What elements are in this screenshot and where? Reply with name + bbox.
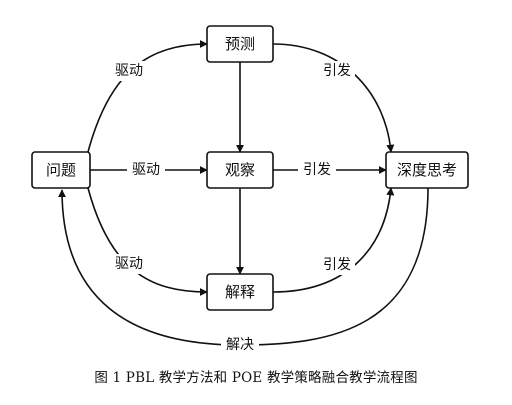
flowchart: 驱动 驱动 驱动 引发 引发 引发 解决 预测 观察 解释 问题 (31, 25, 469, 355)
svg-text:驱动: 驱动 (115, 63, 143, 79)
node-guancha: 观察 (206, 151, 274, 189)
svg-text:预测: 预测 (225, 35, 255, 53)
node-jieshi: 解释 (206, 273, 274, 311)
svg-text:深度思考: 深度思考 (397, 161, 457, 179)
edge-label-qudong-mid: 驱动 (127, 160, 165, 180)
edge-label-jiejue: 解决 (221, 335, 259, 355)
svg-text:驱动: 驱动 (132, 162, 160, 178)
node-yuce: 预测 (206, 25, 274, 63)
edge-yuce-to-shendu (272, 43, 395, 153)
edge-label-qudong-bottom: 驱动 (111, 254, 147, 274)
svg-text:引发: 引发 (323, 63, 351, 79)
edge-label-yinfa-bottom: 引发 (319, 255, 355, 275)
node-shendu: 深度思考 (385, 151, 469, 189)
svg-text:观察: 观察 (225, 161, 255, 179)
edge-label-qudong-top: 驱动 (111, 61, 147, 81)
figure-caption: 图 1 PBL 教学方法和 POE 教学策略融合教学流程图 (94, 370, 418, 386)
edge-label-yinfa-top: 引发 (319, 61, 355, 81)
svg-text:驱动: 驱动 (115, 256, 143, 272)
edge-wenti-to-yuce (87, 40, 208, 153)
node-wenti: 问题 (31, 151, 91, 189)
svg-text:引发: 引发 (303, 162, 331, 178)
svg-text:解决: 解决 (226, 337, 254, 353)
svg-text:问题: 问题 (46, 161, 76, 179)
edge-label-yinfa-mid: 引发 (298, 160, 336, 180)
svg-text:引发: 引发 (323, 257, 351, 273)
svg-text:解释: 解释 (225, 283, 255, 301)
edge-jieshi-to-shendu (272, 187, 395, 293)
edge-wenti-to-jieshi (87, 187, 208, 296)
